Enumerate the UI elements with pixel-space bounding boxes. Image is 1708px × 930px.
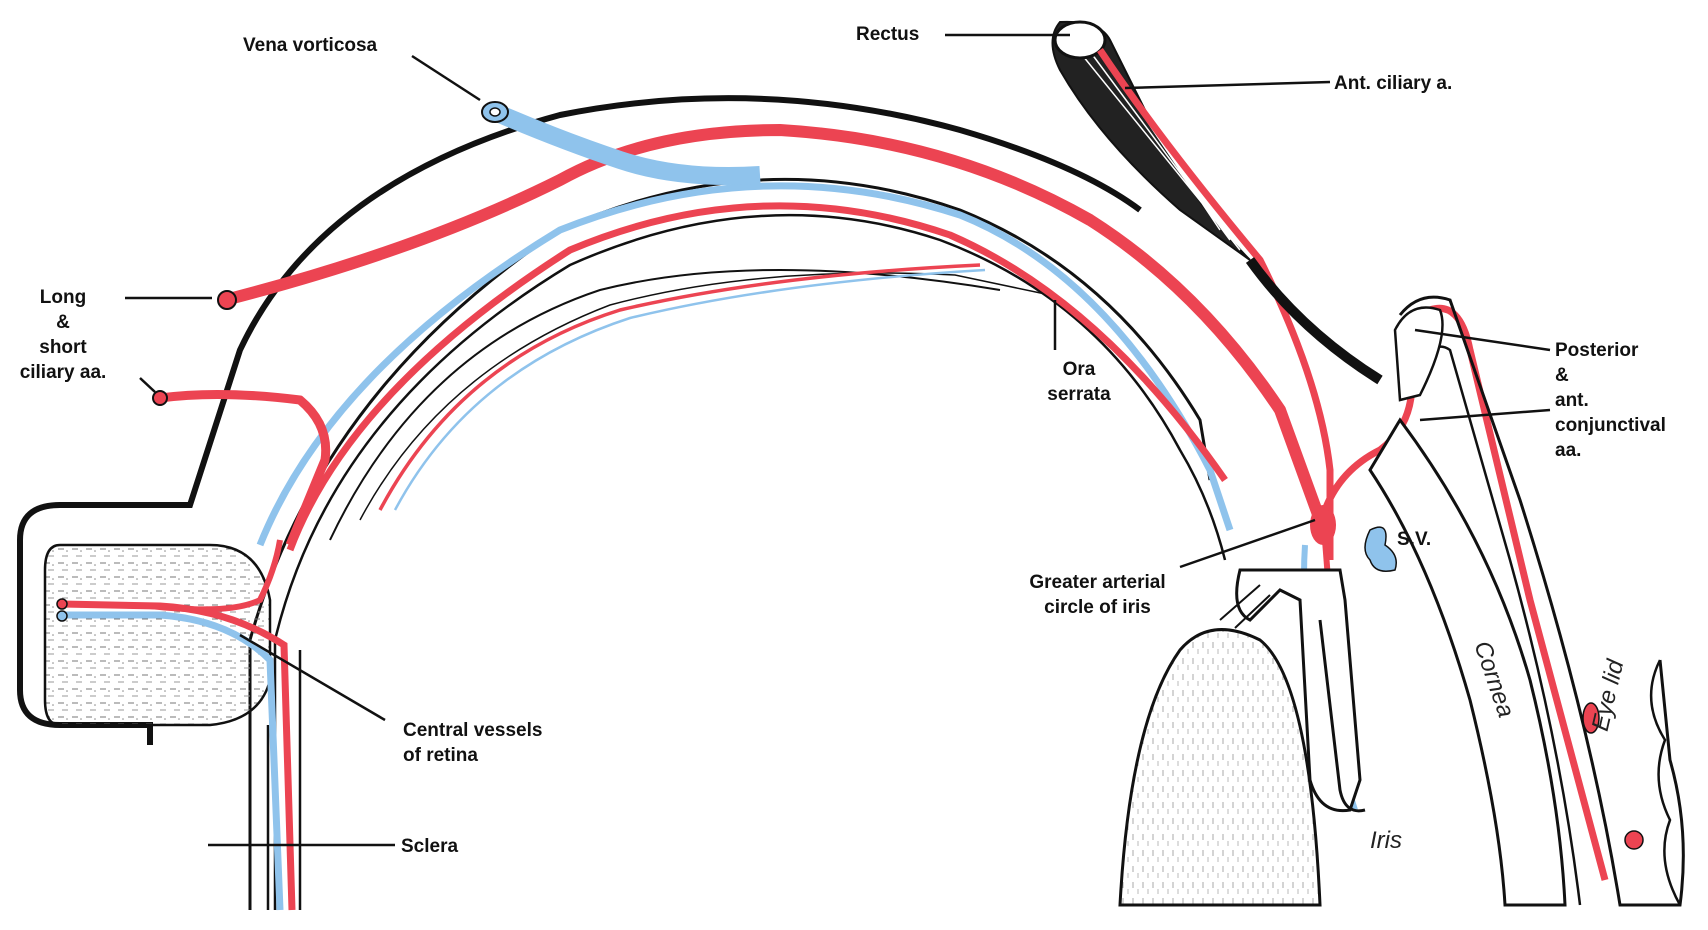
label-vena-vorticosa: Vena vorticosa <box>243 33 377 58</box>
label-sv: S.V. <box>1397 527 1431 552</box>
label-rectus: Rectus <box>856 22 919 47</box>
label-posterior-conjunctival-line5: aa. <box>1555 438 1666 463</box>
label-greater-arterial-line1: Greater arterial <box>1010 570 1185 595</box>
label-posterior-conjunctival: Posterior & ant. conjunctival aa. <box>1555 338 1666 463</box>
label-long-short-ciliary: Long & short ciliary aa. <box>0 285 126 385</box>
retina-artery <box>380 265 980 510</box>
label-central-vessels-line2: of retina <box>403 743 542 768</box>
eye-lid-tip <box>1395 308 1443 401</box>
retina-edge <box>360 273 1050 520</box>
label-ora-serrata-line2: serrata <box>1035 382 1123 407</box>
vena-vorticosa <box>495 112 760 176</box>
long-ciliary-cut <box>218 291 236 309</box>
lens <box>1120 630 1320 905</box>
label-long-short-ciliary-line4: ciliary aa. <box>0 360 126 385</box>
label-posterior-conjunctival-line4: conjunctival <box>1555 413 1666 438</box>
label-ora-serrata-line1: Ora <box>1035 357 1123 382</box>
label-posterior-conjunctival-line1: Posterior <box>1555 338 1666 363</box>
label-ant-ciliary: Ant. ciliary a. <box>1334 71 1452 96</box>
label-long-short-ciliary-line3: short <box>0 335 126 360</box>
central-vessel-cut-vein <box>57 611 67 621</box>
label-posterior-conjunctival-line3: ant. <box>1555 388 1666 413</box>
central-vessel-cut-artery <box>57 599 67 609</box>
label-greater-arterial-circle: Greater arterial circle of iris <box>1010 570 1185 620</box>
greater-arterial-circle <box>1310 505 1336 545</box>
label-long-short-ciliary-line2: & <box>0 310 126 335</box>
label-central-vessels-line1: Central vessels <box>403 718 542 743</box>
label-long-short-ciliary-line1: Long <box>0 285 126 310</box>
label-iris: Iris <box>1370 828 1402 853</box>
label-greater-arterial-line2: circle of iris <box>1010 595 1185 620</box>
short-ciliary-cut <box>153 391 167 405</box>
label-ora-serrata: Ora serrata <box>1035 357 1123 407</box>
label-central-vessels: Central vessels of retina <box>403 718 542 768</box>
label-posterior-conjunctival-line2: & <box>1555 363 1666 388</box>
rectus-cut-end <box>1055 22 1105 58</box>
lid-vessel-bulb-lower <box>1625 831 1643 849</box>
sinus-venosus <box>1365 527 1396 571</box>
retina-vein <box>395 270 985 510</box>
label-sclera: Sclera <box>401 834 458 859</box>
rectus-tendon <box>1250 260 1380 380</box>
